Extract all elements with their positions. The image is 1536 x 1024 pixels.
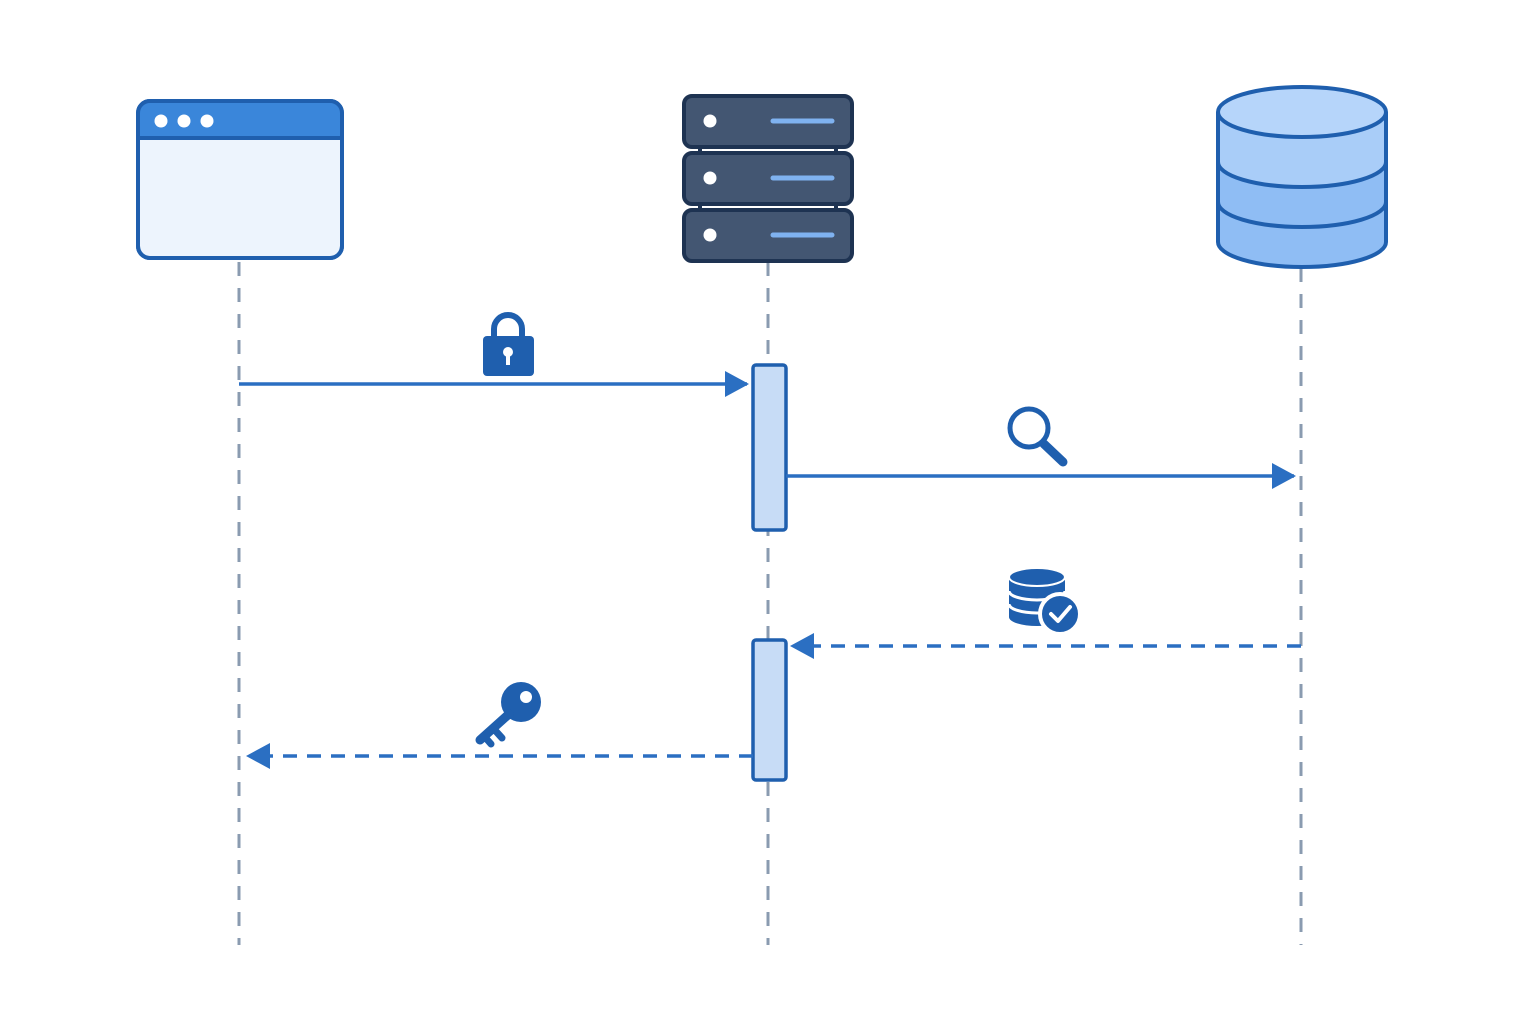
arrowhead: [1272, 463, 1296, 489]
arrowhead: [725, 371, 749, 397]
activation-bar-2: [751, 638, 788, 782]
database-icon: [1216, 85, 1388, 269]
arrowhead: [246, 743, 270, 769]
arrowhead: [790, 633, 814, 659]
search-icon: [1007, 406, 1068, 467]
database-check-icon: [1007, 567, 1082, 636]
activation-bar-1: [751, 363, 788, 532]
lock-icon: [483, 312, 534, 376]
server-rack-icon: [682, 94, 854, 263]
key-icon: [475, 682, 541, 748]
browser-window-icon: [136, 99, 344, 260]
